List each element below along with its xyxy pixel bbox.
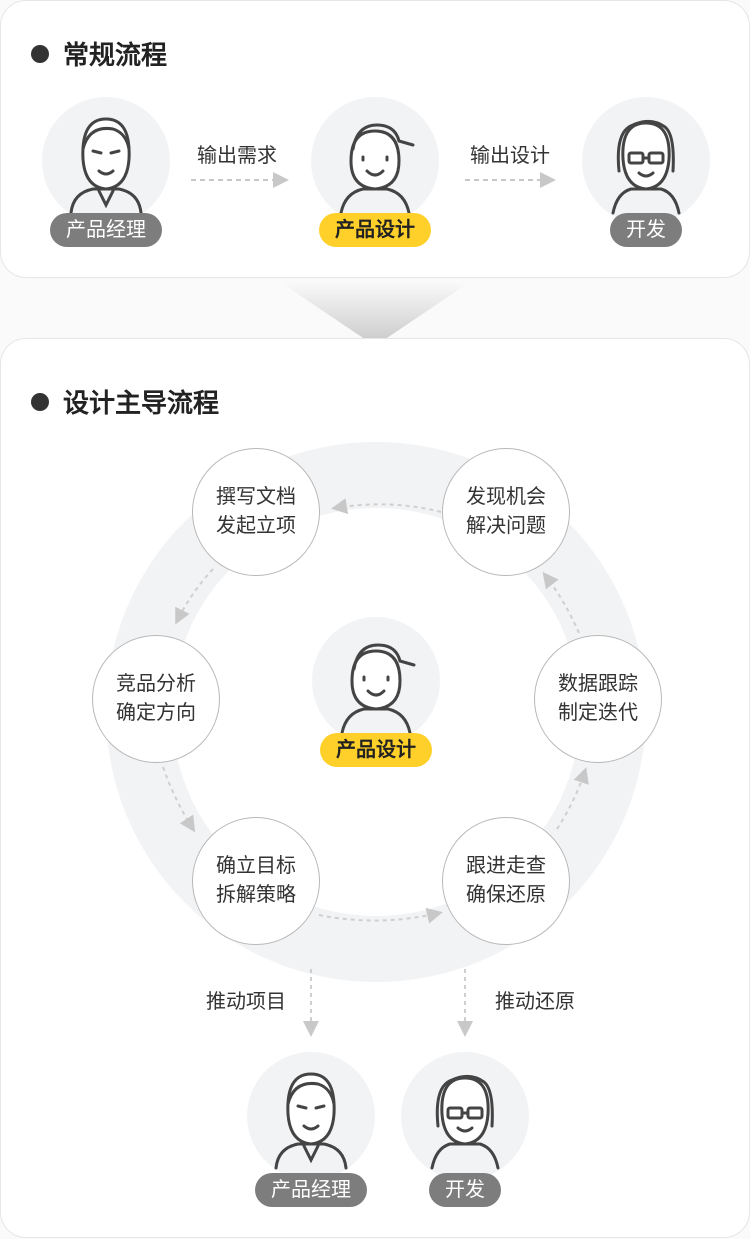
design-led-flow-graphics	[106, 442, 646, 1180]
regular-flow-graphics	[42, 97, 710, 225]
role-badge-developer: 开发	[610, 213, 682, 247]
arrow-label-output-requirements: 输出需求	[197, 145, 277, 167]
design-led-flow-card: 设计主导流程	[0, 338, 750, 1238]
developer-avatar-icon	[611, 120, 681, 215]
arrow-data-to-opportunity	[542, 571, 580, 634]
product-manager-avatar-icon	[69, 117, 143, 215]
role-badge-product-manager: 产品经理	[50, 213, 162, 247]
step-write-document: 撰写文档 发起立项	[192, 448, 320, 576]
output-label-push-restoration: 推动还原	[495, 991, 575, 1013]
design-led-flow-title: 设计主导流程	[31, 383, 219, 420]
product-designer-avatar-icon	[339, 123, 415, 215]
step-data-tracking: 数据跟踪 制定迭代	[534, 635, 662, 763]
arrow-competitor-to-goal	[162, 766, 196, 833]
step-set-goals: 确立目标 拆解策略	[192, 817, 320, 945]
regular-flow-title: 常规流程	[31, 35, 167, 72]
arrow-opportunity-to-document	[331, 498, 442, 514]
bottom-role-badge-product-manager: 产品经理	[255, 1173, 367, 1207]
bottom-product-manager-avatar-icon	[274, 1072, 348, 1170]
regular-flow-title-text: 常规流程	[63, 40, 168, 70]
arrow-document-to-competitor	[175, 568, 214, 625]
output-label-push-project: 推动项目	[206, 991, 286, 1013]
step-line1: 数据跟踪	[558, 673, 638, 695]
step-follow-up: 跟进走查 确保还原	[442, 817, 570, 945]
step-line1: 跟进走查	[466, 855, 546, 877]
step-competitor-analysis: 竞品分析 确定方向	[92, 635, 220, 763]
center-designer-avatar-icon	[340, 643, 416, 735]
step-line2: 解决问题	[466, 515, 546, 537]
step-line1: 确立目标	[216, 855, 296, 877]
step-line2: 拆解策略	[216, 884, 296, 906]
bottom-developer-avatar-icon	[430, 1075, 500, 1170]
arrow-goal-to-followup	[318, 907, 443, 924]
bottom-role-badge-developer: 开发	[429, 1173, 501, 1207]
design-led-flow-title-text: 设计主导流程	[63, 388, 220, 418]
step-line2: 确保还原	[466, 884, 546, 906]
step-line2: 确定方向	[116, 702, 196, 724]
regular-flow-card: 常规流程	[0, 0, 750, 278]
step-line1: 发现机会	[466, 486, 546, 508]
step-line2: 制定迭代	[558, 702, 638, 724]
step-line1: 撰写文档	[216, 486, 296, 508]
step-line1: 竞品分析	[116, 673, 196, 695]
arrow-label-output-design: 输出设计	[470, 145, 550, 167]
step-line2: 发起立项	[216, 515, 296, 537]
arrow-followup-to-data	[556, 767, 589, 830]
center-role-badge-product-designer: 产品设计	[320, 733, 432, 767]
step-discover-opportunity: 发现机会 解决问题	[442, 448, 570, 576]
role-badge-product-designer: 产品设计	[319, 213, 431, 247]
bullet-dot-icon	[31, 44, 49, 63]
bullet-dot-icon	[31, 392, 49, 411]
